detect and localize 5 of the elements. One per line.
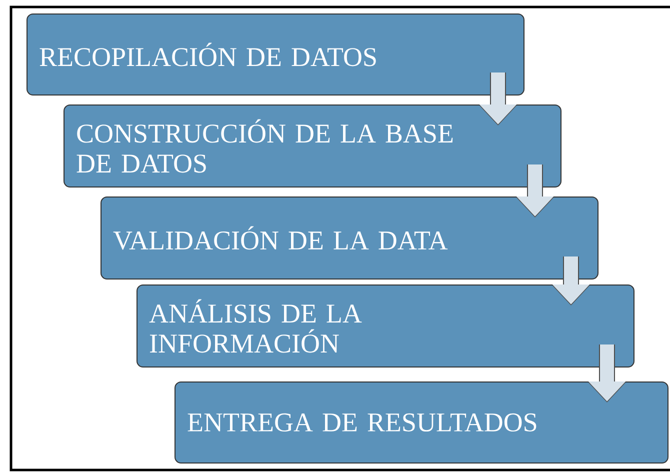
process-box: CONSTRUCCIÓN DE LA BASE DE DATOS xyxy=(64,104,562,188)
process-box: RECOPILACIÓN DE DATOS xyxy=(26,14,524,96)
process-box: ANÁLISIS DE LA INFORMACIÓN xyxy=(136,284,634,368)
process-box: ENTREGA DE RESULTADOS xyxy=(174,381,668,464)
process-box: VALIDACIÓN DE LA DATA xyxy=(100,196,598,280)
